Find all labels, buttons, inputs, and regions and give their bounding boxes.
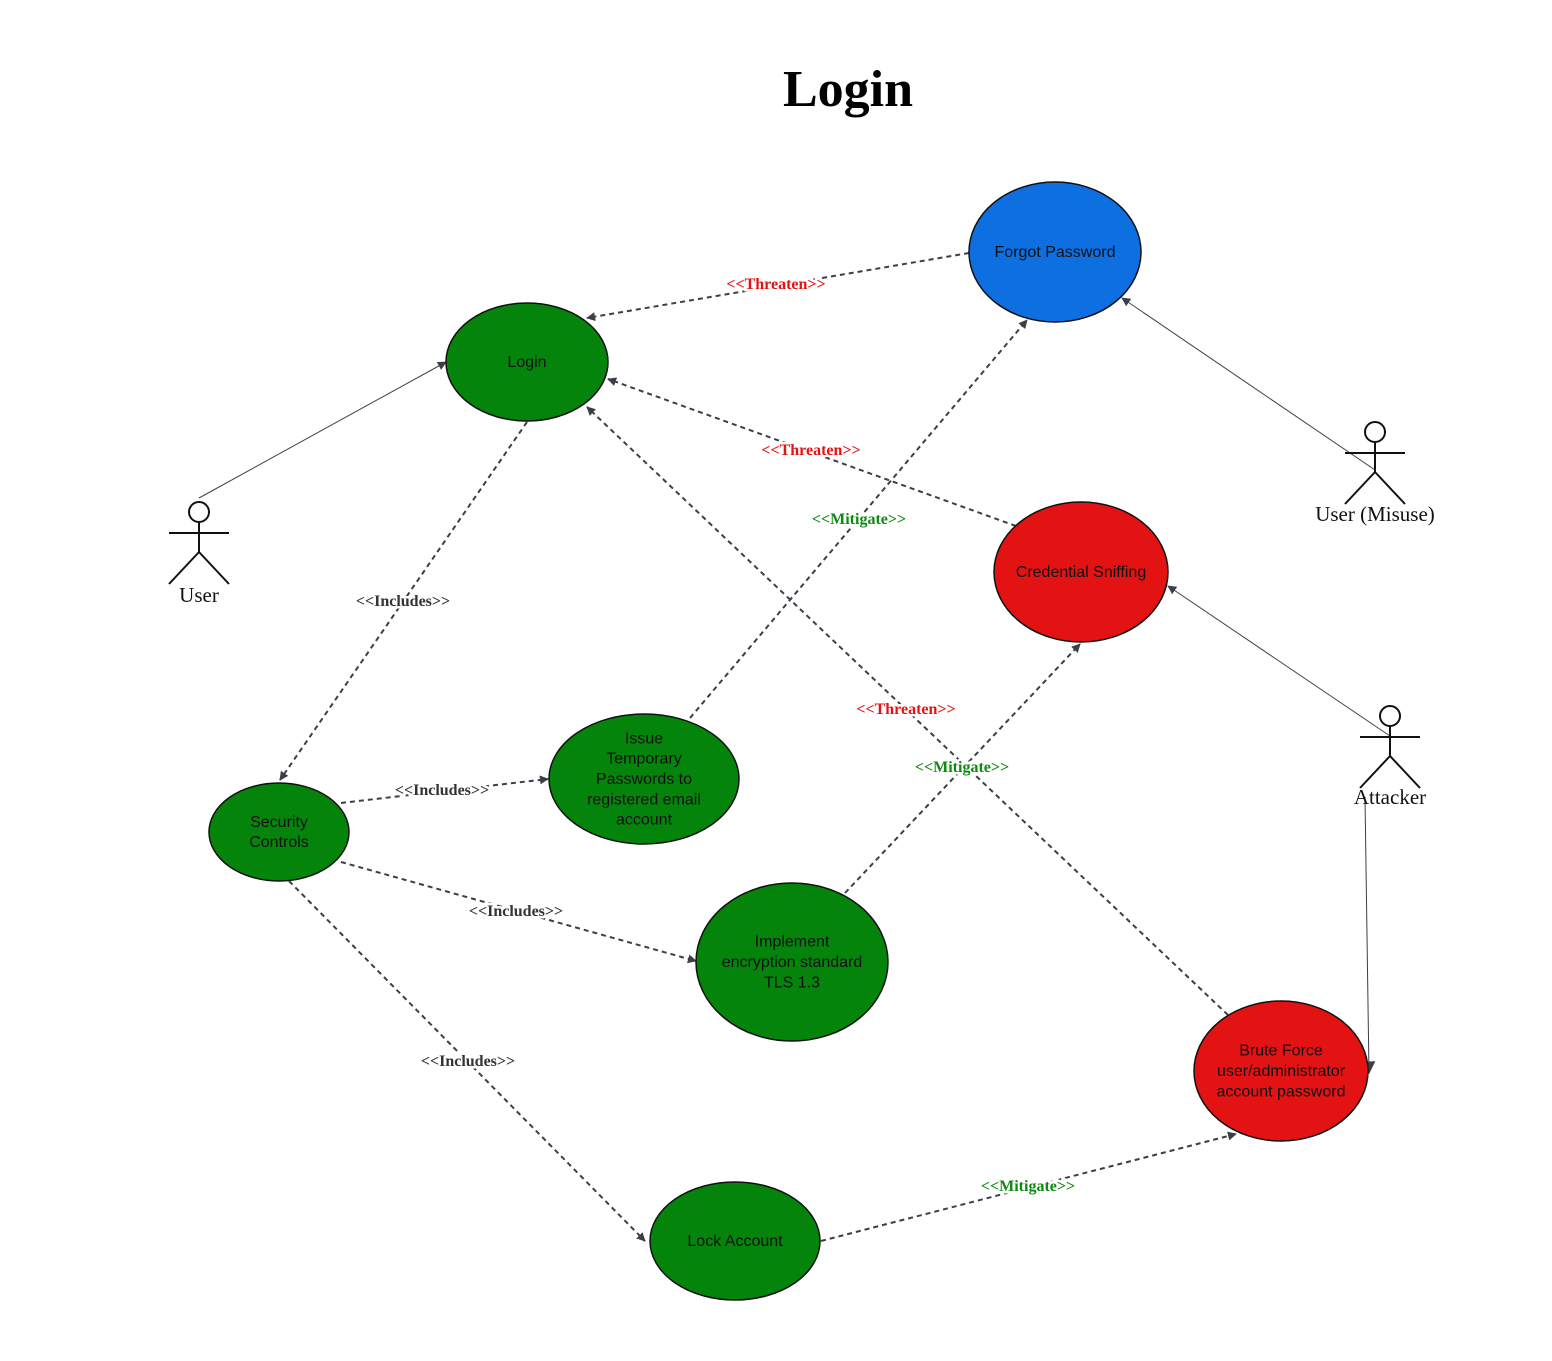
association-edge-misuse-forgot [1121,297,1376,471]
use-case-ellipse[interactable] [968,181,1142,323]
mitigate-label: <<Mitigate>> [812,511,906,528]
actor-right-leg [1389,755,1421,789]
use-case-label: TLS 1.3 [764,974,820,991]
actor-right-leg [1374,471,1406,505]
use-case-label: Issue [625,730,663,747]
actor-left-leg [1344,471,1376,505]
actor-head [1379,705,1401,727]
threaten-label: <<Threaten>> [726,276,825,293]
includes-edge-security-encrypt [340,861,697,964]
use-case-ellipse[interactable] [649,1181,821,1301]
use-case-ellipse[interactable] [993,501,1169,643]
includes-edge-security-lock [288,880,646,1242]
threaten-edge-sniff-login [607,377,1017,527]
threaten-label: <<Threaten>> [761,442,860,459]
includes-label: <<Includes>> [395,782,489,799]
use-case-ellipse[interactable] [1193,1000,1369,1142]
actor-head [188,501,210,523]
use-case-brute[interactable]: Brute Force user/administrator account pas… [1193,1000,1369,1142]
actor-left-leg [168,551,200,585]
diagram-title: Login [783,61,913,118]
threaten-edge-brute-login [586,406,1229,1016]
use-case-label: registered email [587,791,701,808]
association-edge-attacker-brute [1362,796,1376,1075]
includes-edge-login-security [279,421,528,781]
mitigate-label: <<Mitigate>> [915,759,1009,776]
includes-edge-security-issue [340,775,549,804]
use-case-label: Security [250,814,308,831]
actor-label: Attacker [1354,785,1426,809]
actor-head [1364,421,1386,443]
use-case-label: account password [1217,1083,1346,1100]
mitigate-edge-issue-forgot [689,319,1028,719]
use-case-ellipse[interactable] [695,882,889,1042]
use-case-label: account [616,812,673,829]
use-case-label: Brute Force [1239,1043,1323,1060]
use-case-label: user/administrator [1217,1063,1346,1080]
threaten-label: <<Threaten>> [856,701,955,718]
use-case-ellipse[interactable] [208,782,350,882]
actor-user[interactable]: User [168,501,230,607]
actor-label: User [179,583,219,607]
actor-layer: User User (Misuse) Attacker [168,421,1435,809]
mitigate-label: <<Mitigate>> [981,1178,1075,1195]
use-case-login[interactable]: Login [445,302,609,422]
includes-label: <<Includes>> [356,593,450,610]
relationship-layer [198,252,1391,1242]
use-case-label: Passwords to [596,771,692,788]
use-case-label: Controls [249,834,309,851]
use-case-ellipse[interactable] [445,302,609,422]
actor-misuse[interactable]: User (Misuse) [1315,421,1435,526]
actor-attacker[interactable]: Attacker [1354,705,1426,809]
use-case-label: encryption standard [722,954,863,971]
use-case-label: Lock Account [687,1233,783,1250]
includes-label: <<Includes>> [469,903,563,920]
use-case-sniff[interactable]: Credential Sniffing [993,501,1169,643]
use-case-lock[interactable]: Lock Account [649,1181,821,1301]
mitigate-edge-encrypt-sniff [844,643,1081,894]
use-case-forgot[interactable]: Forgot Password [968,181,1142,323]
use-case-ellipse[interactable] [548,713,740,845]
threaten-edge-forgot-login [586,252,970,322]
association-edge-attacker-sniff [1167,585,1391,737]
includes-label: <<Includes>> [421,1053,515,1070]
use-case-label: Implement [755,934,830,951]
use-case-label: Forgot Password [995,244,1116,261]
actor-left-leg [1359,755,1391,789]
association-edge-user-login [198,361,447,499]
use-case-label: Temporary [606,751,682,768]
actor-right-leg [198,551,230,585]
actor-label: User (Misuse) [1315,502,1435,526]
use-case-label: Login [507,354,546,371]
relationship-label-layer: <<Threaten>> <<Threaten>> <<Threaten>> <<Mi… [353,274,1077,1198]
use-case-label: Credential Sniffing [1016,564,1146,581]
